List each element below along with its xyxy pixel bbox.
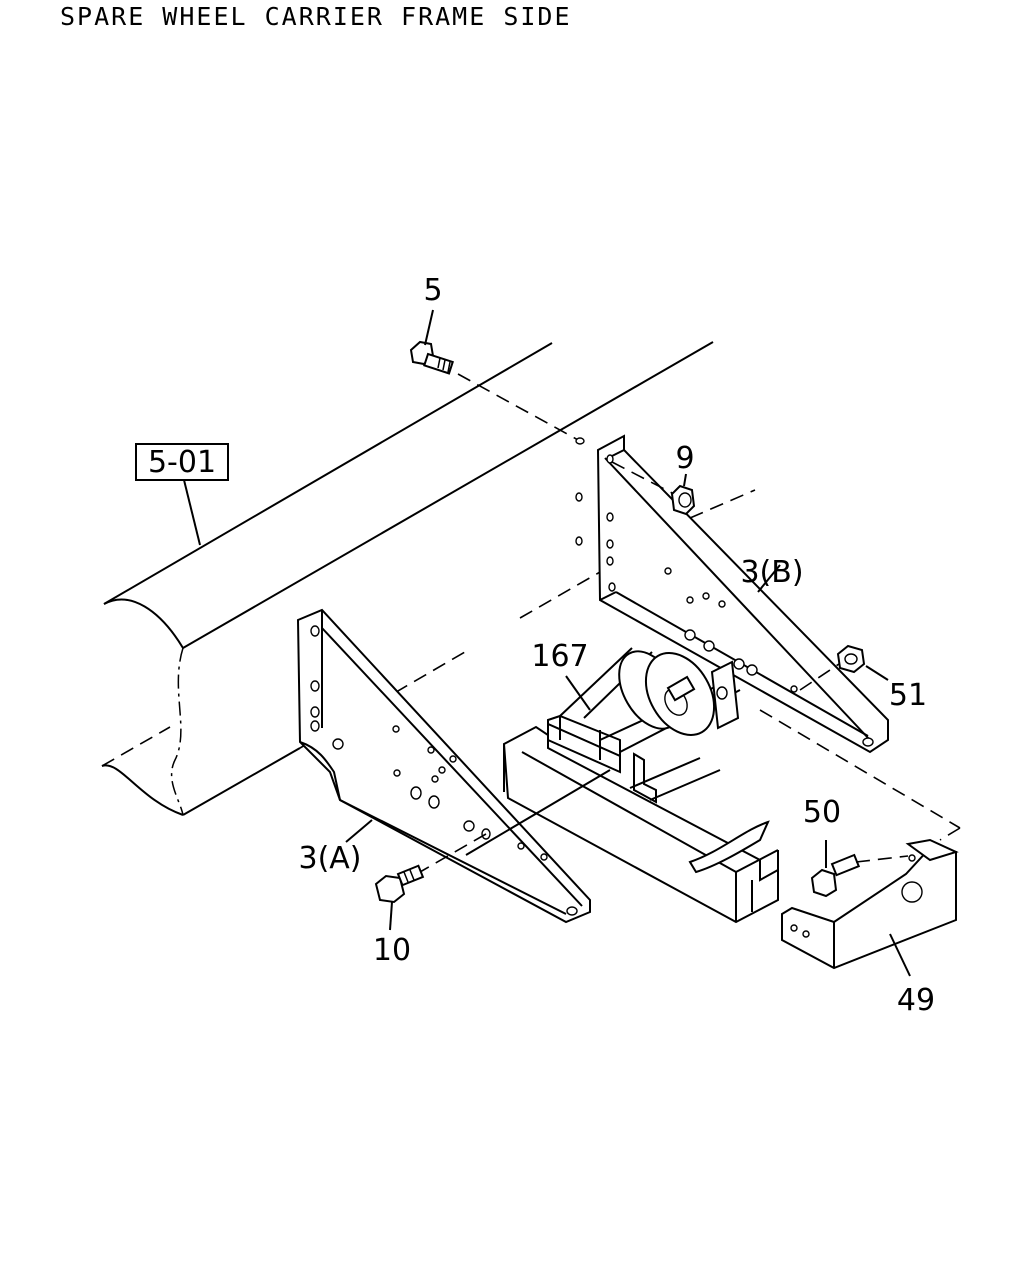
bolt-5	[409, 309, 454, 375]
callout-3a: 3(A)	[298, 841, 361, 876]
callout-167: 167	[531, 639, 588, 674]
bracket-3b	[575, 434, 889, 754]
nut-51	[799, 644, 889, 691]
callout-49: 49	[897, 983, 935, 1018]
bolt-50	[810, 840, 909, 898]
carrier-assembly-167	[465, 647, 779, 924]
callout-9: 9	[675, 441, 694, 476]
callout-51: 51	[889, 678, 927, 713]
callout-3b: 3(B)	[740, 555, 803, 590]
callout-50: 50	[803, 795, 841, 830]
frame-hole	[575, 437, 585, 445]
ref-box-label: 5-01	[148, 445, 216, 480]
diagram-title: SPARE WHEEL CARRIER FRAME SIDE	[60, 2, 572, 31]
bolt-10	[374, 833, 487, 931]
guard-49	[781, 838, 959, 977]
collar-9	[611, 461, 756, 519]
callout-10: 10	[373, 933, 411, 968]
callout-5: 5	[423, 273, 442, 308]
frame-rail	[101, 341, 714, 816]
bracket-3a	[296, 608, 591, 924]
ref-box-5-01: 5-01	[135, 443, 229, 546]
